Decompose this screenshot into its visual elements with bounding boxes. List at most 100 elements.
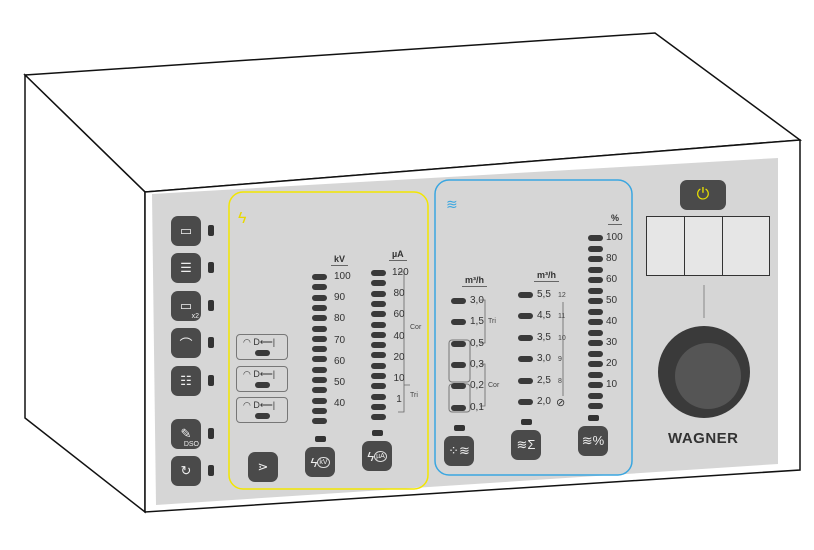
unit-badge: µA [374, 450, 387, 462]
air-col1-label: 3,0 [470, 295, 484, 306]
spray-pattern-button[interactable]: ⋗ [248, 452, 278, 482]
rinse-icon: ↻ [180, 463, 192, 478]
ua-led-bar [371, 300, 386, 307]
left-button-gun-dso[interactable]: ✎DSO [171, 419, 201, 449]
ua-led-bar [371, 403, 386, 410]
atomizing-air-button[interactable]: ⁘≋ [444, 436, 474, 466]
kv-led-bar [312, 387, 327, 394]
kv-scale-label: 80 [334, 313, 346, 325]
pct-led-bar [588, 340, 603, 346]
total-air-button[interactable]: ≋Σ [511, 430, 541, 460]
left-button-coating[interactable]: ⌒ [171, 328, 201, 358]
ua-led-bar [371, 383, 386, 390]
status-led [208, 465, 214, 476]
air-col1-label: 0,3 [470, 358, 484, 370]
kv-scale-label: 70 [334, 334, 346, 346]
status-led [454, 425, 465, 431]
ua-scale-label: 60 [393, 309, 405, 321]
air-section-frame [434, 179, 633, 476]
unit-badge: kV [317, 456, 330, 468]
kv-led-bar [312, 274, 327, 280]
distance-mode-button[interactable]: ◠ D⟵| [236, 397, 288, 423]
status-led [208, 375, 214, 386]
ua-scale-label: 40 [393, 330, 405, 342]
kv-led-bar [312, 418, 327, 425]
mode-led [255, 381, 270, 388]
air-cor-label: Cor [488, 382, 500, 389]
pct-scale-label: 60 [606, 274, 618, 285]
pct-led-bar [588, 277, 603, 283]
left-button-menu-list[interactable]: ☷ [171, 366, 201, 396]
air-col2-label: 2,0 [537, 396, 551, 407]
pct-scale-label: 30 [606, 337, 618, 348]
cor-label: Cor [410, 324, 422, 331]
pct-led-bar [588, 266, 603, 273]
power-button[interactable]: ⏻ [680, 180, 726, 210]
air-percent-button[interactable]: ≋% [578, 426, 608, 456]
button-badge: x2 [191, 313, 199, 320]
kv-led-bar [312, 304, 327, 311]
air-col1-label: 0,1 [470, 401, 484, 413]
distance-mode-button[interactable]: ◠ D⟵| [236, 334, 288, 360]
air-col2-led-bar [518, 313, 533, 320]
air-col2-led-bar [518, 334, 533, 341]
pct-scale-label: 10 [606, 379, 618, 390]
atomizing-air-icon: ⁘≋ [448, 443, 470, 458]
ua-led-bar [371, 331, 386, 338]
ua-led-bar [371, 290, 386, 297]
status-led [208, 337, 214, 348]
total-air-icon: ≋Σ [516, 437, 536, 452]
ua-scale-label: 80 [393, 288, 405, 300]
ua-scale-label: 10 [393, 373, 405, 384]
distance-mode-button[interactable]: ◠ D⟵| [236, 365, 288, 392]
air-col2-sub-label: 11 [558, 313, 566, 321]
kv-led-bar [312, 356, 327, 363]
air-col2-led-bar [518, 377, 533, 384]
ua-led-bar [371, 414, 386, 421]
ua-led-bar [371, 362, 386, 369]
air-col2-label: 3,0 [537, 353, 551, 365]
program-icon: ▭ [179, 223, 193, 238]
status-led [208, 225, 214, 236]
kv-scale-label: 50 [334, 377, 346, 388]
ua-scale-label: 1 [396, 394, 402, 406]
air-col2-led-bar [518, 399, 533, 405]
kv-led-bar [312, 284, 327, 291]
pct-led-bar [588, 308, 603, 315]
left-button-program[interactable]: ▭ [171, 216, 201, 246]
kv-scale-label: 40 [334, 398, 346, 410]
air-col1-label: 0,2 [470, 380, 484, 392]
left-button-rinse[interactable]: ↻ [171, 456, 201, 486]
nozzle-icon: ⊘ [556, 397, 566, 409]
air-percent-icon: ≋% [581, 433, 605, 448]
program-list-icon: ☰ [180, 260, 192, 275]
mode-led [255, 413, 270, 419]
status-led [208, 262, 214, 273]
ua-led-bar [371, 373, 386, 379]
kv-scale-label: 100 [334, 271, 351, 282]
air-col1-led-bar [451, 340, 466, 347]
air-col1-label: 1,5 [470, 316, 484, 328]
pct-led-bar [588, 319, 603, 325]
lightning-ua-icon: ϟ [367, 448, 375, 464]
left-button-program-x2[interactable]: ▭x2 [171, 291, 201, 321]
air-col1-led-bar [451, 319, 466, 326]
col2-header: m³/h [534, 270, 559, 282]
ua-led-bar [371, 270, 386, 276]
air-col2-label: 3,5 [537, 331, 551, 343]
ua-header: µA [389, 249, 407, 261]
air-tri-label: Tri [488, 318, 496, 325]
pct-led-bar [588, 392, 603, 399]
left-button-program-list[interactable]: ☰ [171, 253, 201, 283]
display-digit-2 [684, 216, 724, 276]
front-panel [152, 158, 778, 505]
display-digit-3 [722, 216, 770, 276]
kv-led-bar [312, 407, 327, 414]
kv-led-bar [312, 346, 327, 353]
status-led [208, 428, 214, 439]
brand-logo: WAGNER [668, 430, 739, 447]
